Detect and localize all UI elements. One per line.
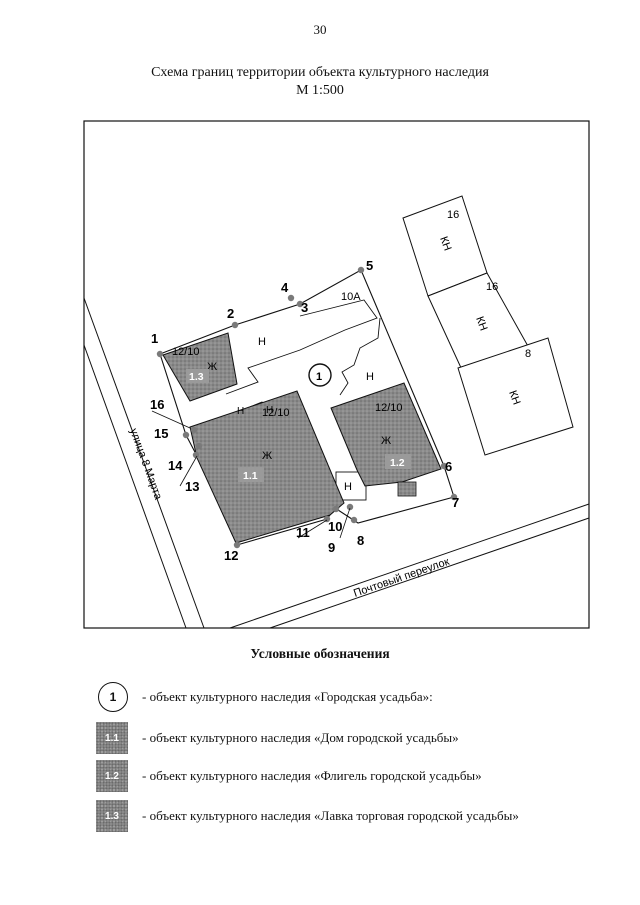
- object-label-1-3: 1.3: [189, 371, 204, 383]
- point-label-3: 3: [301, 300, 308, 315]
- building-type-kh-2: КН: [473, 315, 489, 333]
- legend-text-1-3: - объект культурного наследия «Лавка тор…: [142, 808, 519, 823]
- building-type-n-1: Н: [258, 336, 266, 348]
- point-label-4: 4: [281, 280, 289, 295]
- point-marker-2: [231, 321, 239, 329]
- building-type-n-4: Н: [266, 405, 273, 416]
- legend-text-1-1: - объект культурного наследия «Дом город…: [142, 730, 459, 745]
- legend-text-1-2: - объект культурного наследия «Флигель г…: [142, 768, 482, 783]
- building-number-10a: 10А: [341, 291, 361, 303]
- boundary-points: [156, 266, 458, 549]
- point-marker-13: [192, 451, 200, 459]
- building-type-1-2: Ж: [381, 435, 391, 447]
- point-marker-3: [296, 300, 304, 308]
- point-label-10: 10: [328, 519, 342, 534]
- neighbour-buildings: [402, 195, 574, 456]
- legend-symbol-1-1: 1.1: [96, 722, 128, 754]
- page-number: 30: [313, 22, 327, 37]
- building-1-3: [162, 332, 238, 402]
- building-type-kh-3: КН: [506, 389, 522, 407]
- point-label-14: 14: [168, 458, 183, 473]
- building-type-n-5: Н: [344, 481, 352, 493]
- point-label-13: 13: [185, 479, 199, 494]
- object-label-1-1: 1.1: [243, 470, 258, 482]
- point-label-8: 8: [357, 533, 364, 548]
- legend-symbol-1-3: 1.3: [96, 800, 128, 832]
- point-label-12: 12: [224, 548, 238, 563]
- building-type-kh-1: КН: [437, 235, 453, 253]
- label-box-1-2: [385, 454, 411, 469]
- building-number-8: 8: [525, 348, 531, 360]
- building-type-n-3: Н: [237, 406, 244, 417]
- legend-symbol-circle: 1: [98, 682, 128, 712]
- point-numbers: 1 2 3 4 5 6 7 8 9 10 11 12 13 14 15 16: [150, 258, 459, 563]
- page-title: Схема границ территории объекта культурн…: [0, 64, 640, 100]
- title-line-2: М 1:500: [296, 83, 344, 98]
- point-marker-4: [287, 294, 295, 302]
- object-label-1: 1: [316, 371, 322, 383]
- building-number-1-3: 12/10: [172, 346, 200, 358]
- building-number-1-1: 12/10: [262, 407, 290, 419]
- point-label-5: 5: [366, 258, 373, 273]
- point-label-7: 7: [452, 495, 459, 510]
- point-marker-9: [346, 503, 354, 511]
- label-box-1-3: [186, 369, 209, 383]
- building-number-16a: 16: [447, 209, 459, 221]
- point-marker-14: [195, 442, 203, 450]
- point-marker-15: [182, 431, 190, 439]
- point-label-16: 16: [150, 397, 164, 412]
- boundary-scheme-map: улица 8 Марта Почтовый переулок 16 16 8 …: [83, 120, 590, 629]
- point-marker-12: [233, 541, 241, 549]
- point-label-11: 11: [296, 525, 310, 540]
- point-marker-7: [450, 493, 458, 501]
- leader-lines: [151, 410, 351, 539]
- building-number-1-2: 12/10: [375, 402, 403, 414]
- point-marker-10: [332, 505, 340, 513]
- map-frame: [83, 120, 590, 629]
- building-type-1-3: Ж: [207, 361, 217, 373]
- title-line-1: Схема границ территории объекта культурн…: [151, 65, 489, 80]
- point-marker-1: [156, 350, 164, 358]
- point-label-6: 6: [445, 459, 452, 474]
- building-kh-3: [457, 337, 574, 456]
- point-label-15: 15: [154, 426, 168, 441]
- legend-symbol-1-2: 1.2: [96, 760, 128, 792]
- building-type-1-1: Ж: [262, 450, 272, 462]
- legend-title: Условные обозначения: [250, 646, 390, 661]
- point-marker-16: [190, 426, 198, 434]
- building-number-16b: 16: [486, 281, 498, 293]
- legend-text-1: - объект культурного наследия «Городская…: [142, 689, 433, 704]
- street-label-pochtovy: Почтовый переулок: [352, 556, 451, 600]
- point-label-2: 2: [227, 306, 234, 321]
- label-box-1-1: [238, 467, 264, 482]
- point-marker-5: [357, 266, 365, 274]
- building-type-n-2: Н: [366, 371, 374, 383]
- point-marker-6: [440, 462, 448, 470]
- point-label-9: 9: [328, 540, 335, 555]
- point-marker-8: [350, 516, 358, 524]
- object-1-circle: [308, 363, 332, 387]
- point-label-1: 1: [151, 331, 158, 346]
- building-1-2-annex: [397, 481, 417, 497]
- object-label-1-2: 1.2: [390, 457, 405, 469]
